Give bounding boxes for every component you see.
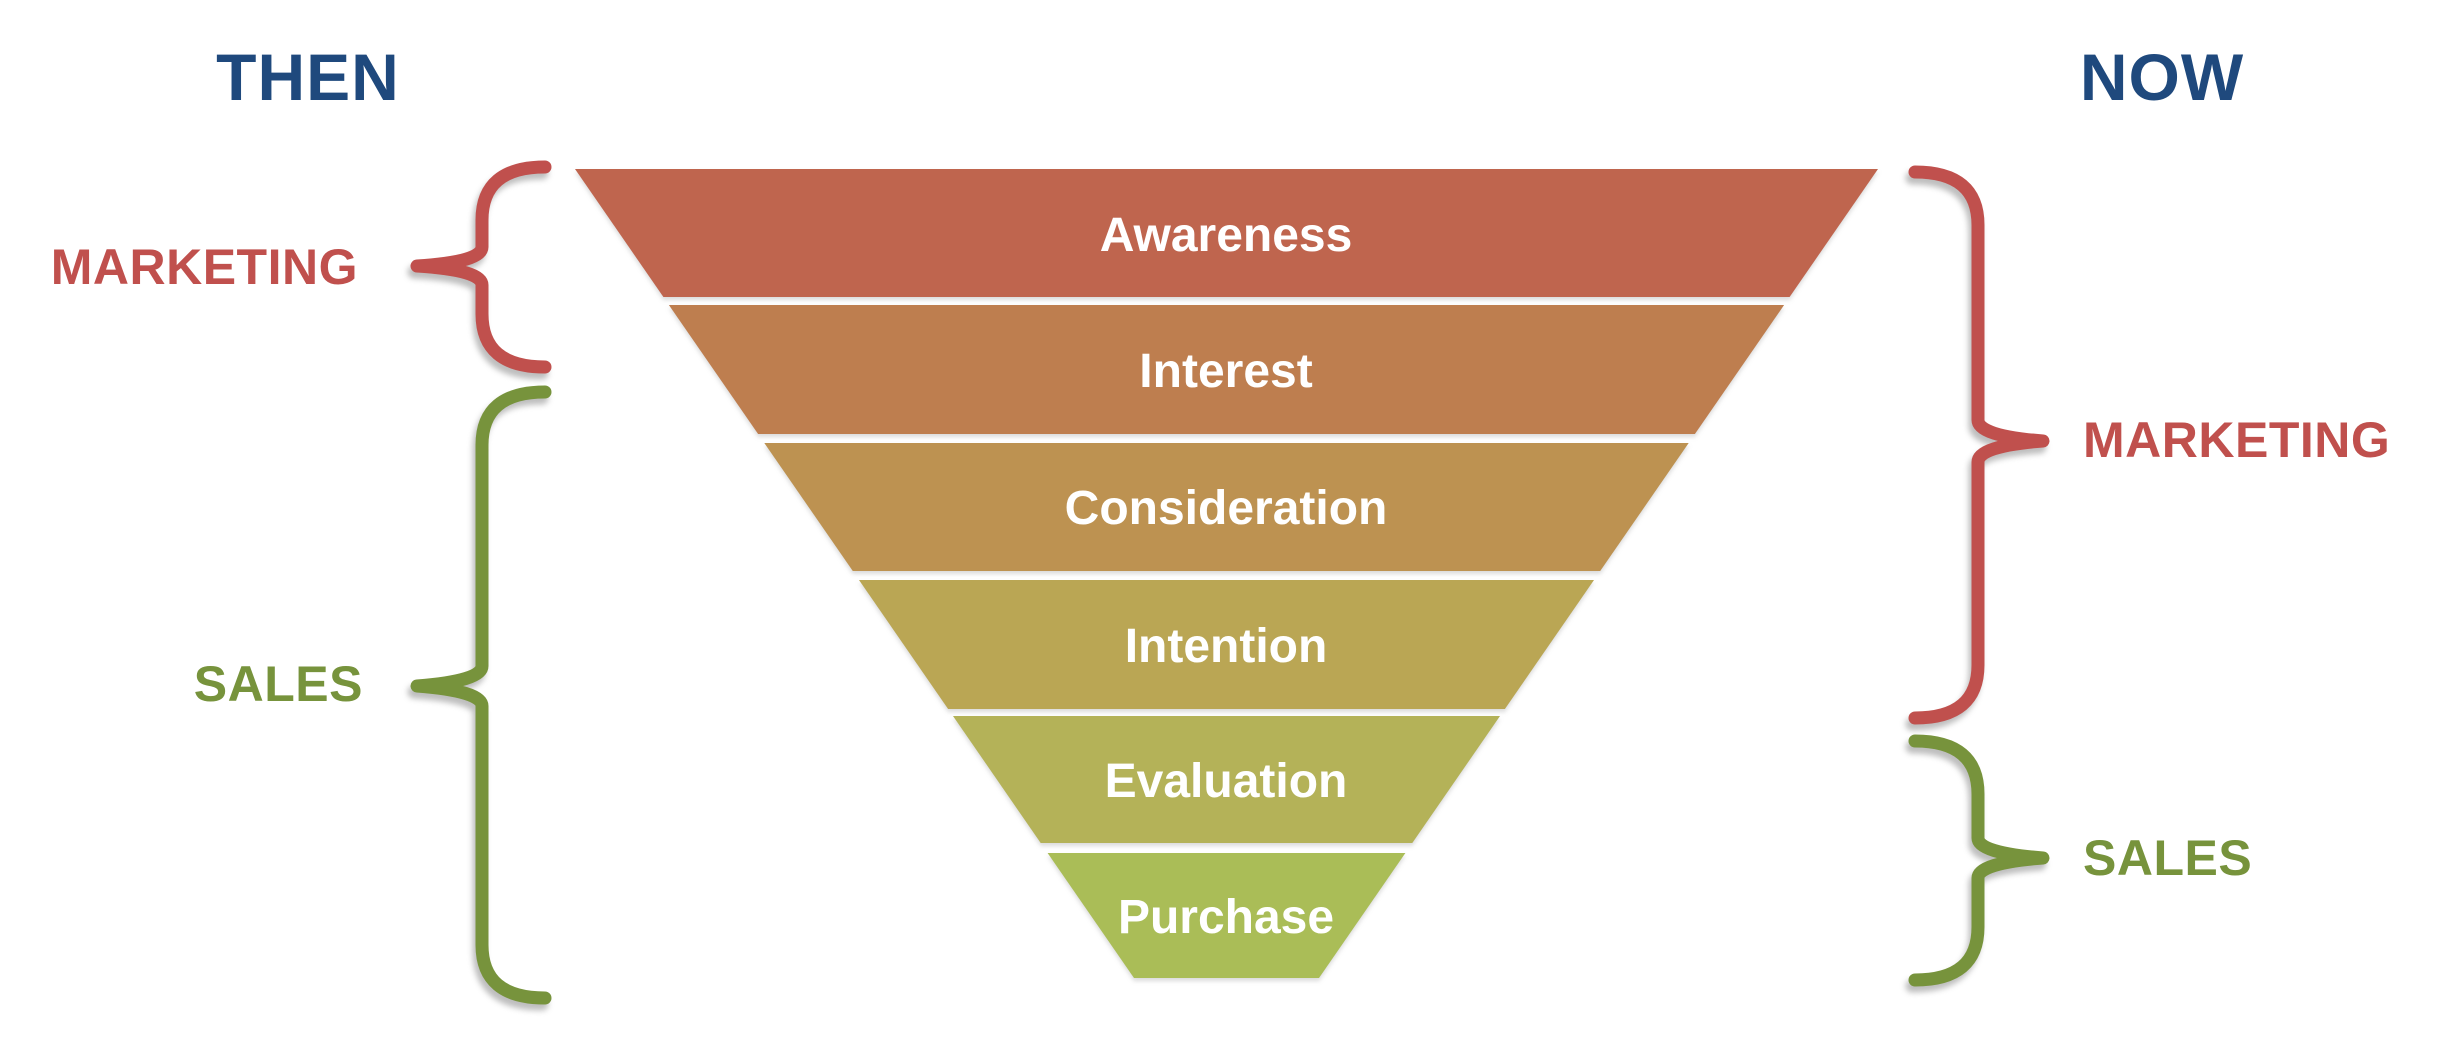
funnel-stage-interest bbox=[668, 305, 1785, 434]
then-sales-brace bbox=[410, 385, 552, 1005]
funnel-stage-awareness-label: Awareness bbox=[1100, 209, 1353, 262]
funnel-stage-awareness bbox=[575, 169, 1878, 297]
now-marketing-brace bbox=[1908, 165, 2050, 725]
then-sales-label: SALES bbox=[193, 656, 363, 712]
funnel-stage-evaluation bbox=[953, 716, 1500, 843]
now-sales-label: SALES bbox=[2083, 830, 2253, 886]
funnel-stage-intention bbox=[859, 580, 1594, 709]
now-marketing-label: MARKETING bbox=[2083, 412, 2391, 468]
then-marketing-brace bbox=[410, 160, 552, 374]
header-now: NOW bbox=[2079, 40, 2245, 114]
funnel-stage-intention-label: Intention bbox=[1125, 620, 1328, 673]
funnel: Awareness Interest Consideration Intenti… bbox=[575, 169, 1878, 978]
now-sales-brace bbox=[1908, 734, 2050, 987]
funnel-stage-purchase-label: Purchase bbox=[1118, 891, 1334, 944]
funnel-stage-interest-label: Interest bbox=[1139, 345, 1312, 398]
header-then: THEN bbox=[216, 40, 400, 114]
then-marketing-label: MARKETING bbox=[50, 239, 358, 295]
funnel-stage-evaluation-label: Evaluation bbox=[1105, 755, 1348, 808]
funnel-stage-consideration bbox=[764, 443, 1689, 571]
funnel-stage-purchase bbox=[1047, 853, 1406, 978]
funnel-stage-consideration-label: Consideration bbox=[1065, 482, 1388, 535]
